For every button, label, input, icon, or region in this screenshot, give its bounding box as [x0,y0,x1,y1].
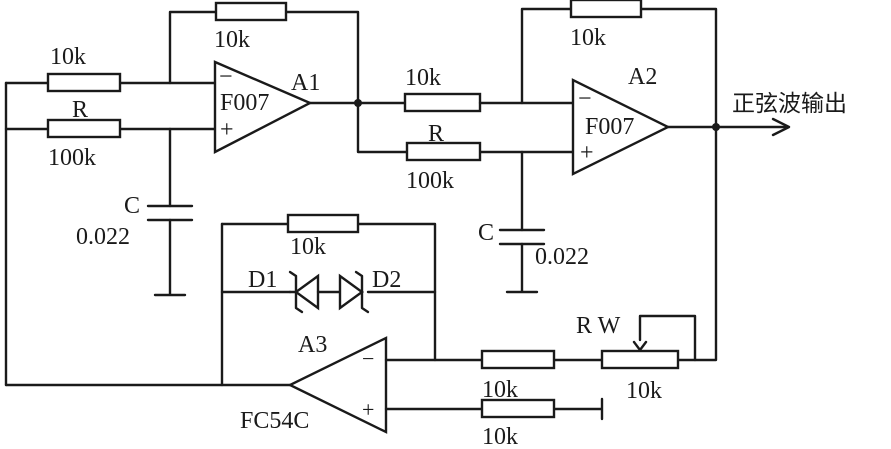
label-d2: D2 [372,267,401,293]
op-amp-a3 [287,336,388,434]
resistor-10k-a3in2 [480,398,556,419]
d2-bar [354,270,370,314]
a2-model: F007 [585,114,634,140]
a2-plus-wire [356,101,578,154]
op-amp-a2 [571,78,671,176]
label-r-in1: 10k [50,44,86,70]
a2-plus-sign: + [580,140,594,166]
label-r-a3in1: 10k [482,377,518,403]
rw-wiper-arrow-icon [632,340,648,352]
label-r1: R [72,97,88,123]
diode-d1 [288,270,342,314]
label-d1: D1 [248,267,277,293]
a3-plus-sign: + [362,397,374,422]
output-to-rw-wire [676,125,718,362]
label-r-fb3: 10k [290,234,326,260]
a3-feedback-top-wire [220,222,437,362]
resistor-10k-fb1 [214,1,288,22]
diode-d2 [338,270,370,314]
resistor-10k-in2 [403,92,482,113]
a3-name: A3 [298,332,327,358]
label-r-fb2: 10k [570,25,606,51]
resistor-r2 [405,141,482,162]
rw-wiper-wire [638,314,697,362]
label-rw-value: 10k [626,378,662,404]
label-rw-name: R W [576,313,621,339]
resistor-10k-in1 [46,72,122,93]
resistor-r1 [46,118,122,139]
label-100k1: 100k [48,145,96,171]
a3-plus-input-wire [384,397,604,421]
capacitor-c2 [498,228,546,246]
a1-model: F007 [220,90,269,116]
a2-feedback-wire [520,7,718,130]
a1-stage: − + F007 A1 [4,1,407,387]
output-arrow-icon [771,117,791,137]
d1-triangle [293,273,320,311]
a3-stage: − + A3 FC54C [4,213,697,434]
label-c1-value: 0.022 [76,224,130,250]
output-label: 正弦波输出 [732,91,847,117]
c1-wire [153,127,187,297]
a3-model: FC54C [240,408,309,434]
a2-name: A2 [628,64,657,90]
a3-minus-sign: − [362,346,374,371]
label-c2-value: 0.022 [535,244,589,270]
label-r-a3in2: 10k [482,424,518,449]
d2-triangle [338,273,365,311]
op-amp-a1 [213,60,313,154]
label-r-fb1: 10k [214,27,250,53]
a1-minus-sign: − [219,64,233,90]
label-c2-name: C [478,220,494,246]
a1-feedback-wire [168,10,360,105]
d1-bar [288,270,304,314]
capacitor-c1 [146,204,194,222]
resistor-10k-fb3 [286,213,360,234]
a2-minus-sign: − [578,86,592,112]
label-100k2: 100k [406,168,454,194]
label-c1-name: C [124,193,140,219]
a1-name: A1 [291,70,320,96]
potentiometer-rw [600,349,680,370]
resistor-10k-fb2 [569,0,643,19]
label-r-in2: 10k [405,65,441,91]
c2-wire [505,150,539,294]
resistor-10k-a3in1 [480,349,556,370]
label-r2: R [428,121,444,147]
a2-stage: − + F007 A2 [356,0,791,362]
a1-plus-sign: + [220,117,234,143]
